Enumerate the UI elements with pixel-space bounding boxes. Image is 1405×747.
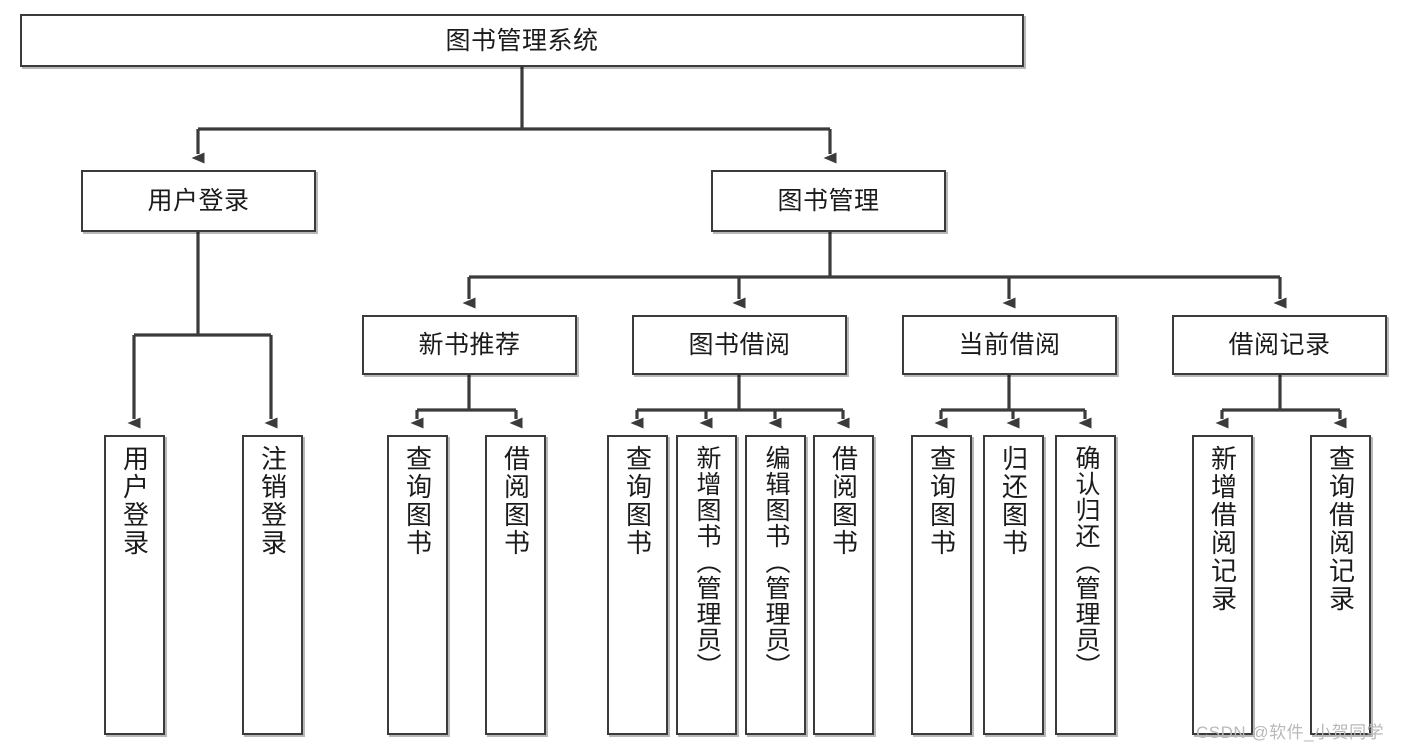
leaf-query-book-1[interactable]: 查询图书 <box>387 435 448 735</box>
node-current-borrow-label: 当前借阅 <box>958 331 1061 359</box>
leaf-borrow-book-1[interactable]: 借阅图书 <box>485 435 546 735</box>
leaf-add-record[interactable]: 新增借阅记录 <box>1192 435 1253 735</box>
node-user-login-label: 用户登录 <box>147 187 250 215</box>
leaf-user-login[interactable]: 用户登录 <box>104 435 165 735</box>
leaf-user-logout[interactable]: 注销登录 <box>242 435 303 735</box>
node-root[interactable]: 图书管理系统 <box>20 14 1024 67</box>
node-root-label: 图书管理系统 <box>445 26 599 55</box>
leaf-return-book-label: 归还图书 <box>998 445 1029 557</box>
leaf-query-book-2-label: 查询图书 <box>622 445 653 557</box>
leaf-query-record[interactable]: 查询借阅记录 <box>1310 435 1371 735</box>
leaf-add-book-label: 新增图书（管理员） <box>693 445 721 679</box>
leaf-query-book-3-label: 查询图书 <box>926 445 957 557</box>
leaf-confirm-return[interactable]: 确认归还（管理员） <box>1055 435 1116 735</box>
node-new-book-recommend[interactable]: 新书推荐 <box>362 315 577 375</box>
leaf-edit-book-label: 编辑图书（管理员） <box>762 445 790 679</box>
leaf-query-book-2[interactable]: 查询图书 <box>607 435 668 735</box>
leaf-query-book-3[interactable]: 查询图书 <box>911 435 972 735</box>
node-book-manage[interactable]: 图书管理 <box>711 170 946 232</box>
leaf-user-login-label: 用户登录 <box>119 445 150 557</box>
csdn-watermark: CSDN @软件_小贺同学 <box>1196 723 1385 742</box>
leaf-add-book[interactable]: 新增图书（管理员） <box>676 435 737 735</box>
leaf-edit-book[interactable]: 编辑图书（管理员） <box>745 435 806 735</box>
node-new-book-recommend-label: 新书推荐 <box>418 331 521 359</box>
leaf-borrow-book-2-label: 借阅图书 <box>828 445 859 557</box>
node-borrow-record[interactable]: 借阅记录 <box>1172 315 1387 375</box>
node-current-borrow[interactable]: 当前借阅 <box>902 315 1117 375</box>
node-book-manage-label: 图书管理 <box>777 187 880 215</box>
node-book-borrow[interactable]: 图书借阅 <box>632 315 847 375</box>
leaf-borrow-book-2[interactable]: 借阅图书 <box>813 435 874 735</box>
node-book-borrow-label: 图书借阅 <box>688 331 791 359</box>
leaf-user-logout-label: 注销登录 <box>257 445 288 557</box>
leaf-borrow-book-1-label: 借阅图书 <box>500 445 531 557</box>
leaf-return-book[interactable]: 归还图书 <box>983 435 1044 735</box>
node-user-login[interactable]: 用户登录 <box>81 170 316 232</box>
node-borrow-record-label: 借阅记录 <box>1228 331 1331 359</box>
leaf-query-record-label: 查询借阅记录 <box>1325 445 1356 613</box>
leaf-confirm-return-label: 确认归还（管理员） <box>1072 445 1100 679</box>
leaf-query-book-1-label: 查询图书 <box>402 445 433 557</box>
leaf-add-record-label: 新增借阅记录 <box>1207 445 1238 613</box>
